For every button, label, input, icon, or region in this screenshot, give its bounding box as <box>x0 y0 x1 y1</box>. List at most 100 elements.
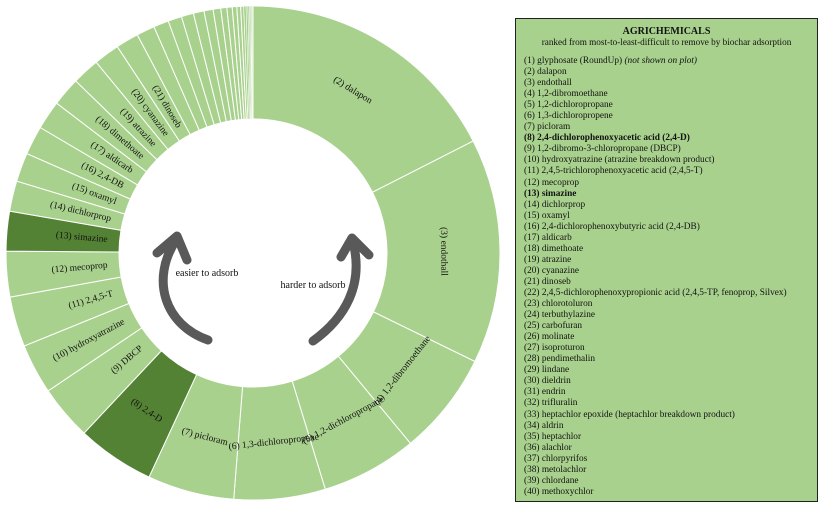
legend-item-text: (21) dinoseb <box>524 276 571 287</box>
legend-item-text: (15) oxamyl <box>524 210 570 221</box>
legend-item-text: (22) 2,4,5-dichlorophenoxypropionic acid… <box>524 287 787 298</box>
legend-item-text: (14) dichlorprop <box>524 199 586 210</box>
legend-item-text: (17) aldicarb <box>524 232 572 243</box>
legend-item-text: (37) chlorpyrifos <box>524 453 588 464</box>
slice-3 <box>371 140 501 363</box>
easier-arrowhead-icon <box>152 231 192 265</box>
legend-item: (26) molinate <box>524 332 809 343</box>
legend-item-text: (34) aldrin <box>524 420 564 431</box>
legend-item: (32) trifluralin <box>524 398 809 409</box>
legend-item-text: (26) molinate <box>524 332 575 343</box>
harder-arrowhead-icon <box>336 233 374 262</box>
easier-arrow-icon <box>158 235 213 345</box>
legend-item: (11) 2,4,5-trichlorophenoxyacetic acid (… <box>524 166 809 177</box>
slice-40 <box>252 5 254 120</box>
harder-to-adsorb-label: harder to adsorb <box>281 280 346 291</box>
legend-item-text: (36) alachlor <box>524 442 572 453</box>
legend-item: (36) alachlor <box>524 443 809 454</box>
legend-item-text: (12) mecoprop <box>524 177 579 188</box>
legend-item: (10) hydroxyatrazine (atrazine breakdown… <box>524 155 809 166</box>
legend-item-text: (24) terbuthylazine <box>524 310 595 321</box>
legend-item: (34) aldrin <box>524 421 809 432</box>
legend-item-text: (4) 1,2-dibromoethane <box>524 89 608 100</box>
slice-2 <box>252 5 474 193</box>
legend-item-text: (5) 1,2-dichloropropane <box>524 100 613 111</box>
legend-item-text: (32) trifluralin <box>524 398 578 409</box>
legend-item-text: (13) simazine <box>524 188 577 199</box>
legend-item: (1) glyphosate (RoundUp) (not shown on p… <box>524 56 809 67</box>
legend-item: (6) 1,3-dichloropropene <box>524 111 809 122</box>
legend-item-text: (7) picloram <box>524 122 571 133</box>
legend-item-text: (33) heptachlor epoxide (heptachlor brea… <box>524 409 735 420</box>
legend-item: (23) chlorotoluron <box>524 299 809 310</box>
legend-item-text: (6) 1,3-dichloropropene <box>524 111 613 122</box>
legend-item: (8) 2,4-dichlorophenoxyacetic acid (2,4-… <box>524 133 809 144</box>
legend-item: (38) metolachlor <box>524 465 809 476</box>
legend-item-note: (not shown on plot) <box>624 56 698 66</box>
legend-item-text: (19) atrazine <box>524 254 572 265</box>
legend-item: (33) heptachlor epoxide (heptachlor brea… <box>524 410 809 421</box>
legend-item: (37) chlorpyrifos <box>524 454 809 465</box>
legend-item-text: (8) 2,4-dichlorophenoxyacetic acid (2,4-… <box>524 133 690 144</box>
legend-item-text: (9) 1,2-dibromo-3-chloropropane (DBCP) <box>524 144 681 155</box>
legend-item-text: (11) 2,4,5-trichlorophenoxyacetic acid (… <box>524 166 703 177</box>
legend-item: (21) dinoseb <box>524 277 809 288</box>
legend-item: (15) oxamyl <box>524 211 809 222</box>
legend-subtitle: ranked from most-to-least-difficult to r… <box>541 37 792 47</box>
legend-item-text: (3) endothall <box>524 78 572 89</box>
legend-item-text: (23) chlorotoluron <box>524 299 593 310</box>
legend-item-text: (1) glyphosate (RoundUp) <box>524 56 625 66</box>
slice-label-12: (12) mecoprop <box>51 260 108 276</box>
legend-item: (7) picloram <box>524 122 809 133</box>
legend-item-text: (31) endrin <box>524 387 566 398</box>
legend-item-text: (18) dimethoate <box>524 243 584 254</box>
legend-item-text: (25) carbofuran <box>524 321 583 332</box>
slice-label-3: (3) endothall <box>438 227 449 276</box>
legend-item: (16) 2,4-dichlorophenoxybutyric acid (2,… <box>524 222 809 233</box>
legend-item: (14) dichlorprop <box>524 200 809 211</box>
legend-item: (35) heptachlor <box>524 432 809 443</box>
legend-item: (20) cyanazine <box>524 266 809 277</box>
easier-to-adsorb-label: easier to adsorb <box>176 268 239 279</box>
legend-item: (22) 2,4,5-dichlorophenoxypropionic acid… <box>524 288 809 299</box>
legend-item: (17) aldicarb <box>524 233 809 244</box>
legend-list: (1) glyphosate (RoundUp) (not shown on p… <box>524 56 809 498</box>
slice-label-13: (13) simazine <box>55 230 108 246</box>
legend-panel: AGRICHEMICALS ranked from most-to-least-… <box>515 18 818 502</box>
legend-item: (24) terbuthylazine <box>524 310 809 321</box>
legend-item: (25) carbofuran <box>524 321 809 332</box>
legend-item-text: (2) dalapon <box>524 67 567 78</box>
legend-item: (3) endothall <box>524 78 809 89</box>
legend-item-text: (28) pendimethalin <box>524 354 595 365</box>
legend-item: (27) isoproturon <box>524 343 809 354</box>
legend-item-text: (30) dieldrin <box>524 376 571 387</box>
legend-item: (2) dalapon <box>524 67 809 78</box>
legend-title: AGRICHEMICALS <box>622 26 711 37</box>
legend-item: (39) chlordane <box>524 476 809 487</box>
direction-arrows: easier to adsorb harder to adsorb <box>152 231 374 346</box>
legend-item: (30) dieldrin <box>524 376 809 387</box>
legend-item: (13) simazine <box>524 189 809 200</box>
legend-item-text: (29) lindane <box>524 365 570 376</box>
legend-item: (12) mecoprop <box>524 178 809 189</box>
harder-arrow-icon <box>308 237 361 346</box>
legend-item-text: (27) isoproturon <box>524 343 585 354</box>
legend-item: (31) endrin <box>524 387 809 398</box>
legend-item: (19) atrazine <box>524 255 809 266</box>
legend-item: (5) 1,2-dichloropropane <box>524 100 809 111</box>
legend-item-text: (10) hydroxyatrazine (atrazine breakdown… <box>524 155 715 166</box>
legend-item-text: (20) cyanazine <box>524 265 579 276</box>
legend-item-text: (16) 2,4-dichlorophenoxybutyric acid (2,… <box>524 221 700 232</box>
legend-item-text: (40) methoxychlor <box>524 486 594 497</box>
donut-chart: (2) dalapon(3) endothall(4) 1,2-dibromoe… <box>5 5 501 501</box>
legend-item-text: (35) heptachlor <box>524 431 582 442</box>
donut-slices <box>5 5 501 501</box>
legend-item: (4) 1,2-dibromoethane <box>524 89 809 100</box>
legend-item: (28) pendimethalin <box>524 354 809 365</box>
legend-item-text: (38) metolachlor <box>524 464 587 475</box>
legend-item: (29) lindane <box>524 365 809 376</box>
legend-item: (40) methoxychlor <box>524 487 809 498</box>
legend-item-text: (39) chlordane <box>524 475 579 486</box>
legend-item: (9) 1,2-dibromo-3-chloropropane (DBCP) <box>524 144 809 155</box>
legend-item: (18) dimethoate <box>524 244 809 255</box>
